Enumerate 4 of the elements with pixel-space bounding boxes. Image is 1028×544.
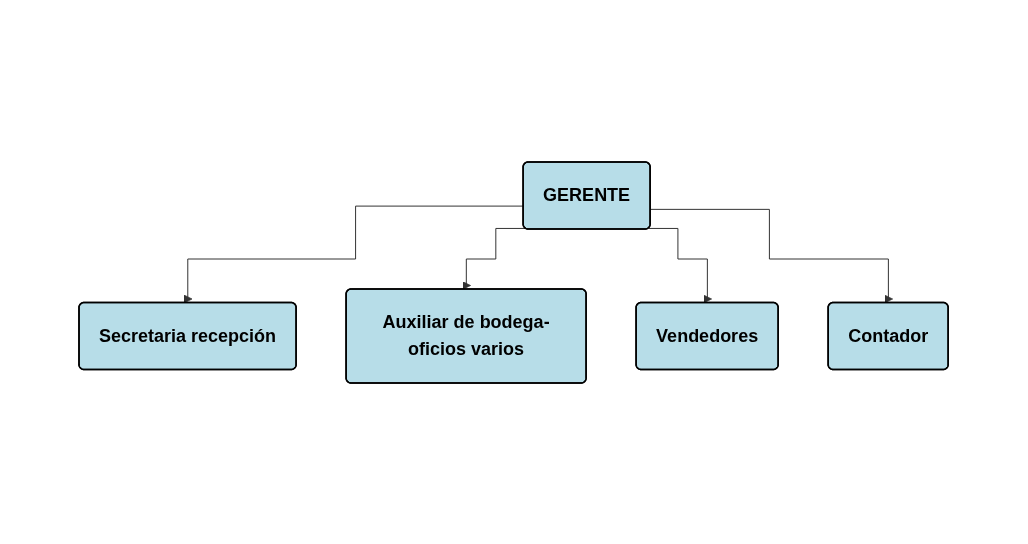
arrow [650,208,894,303]
arrow [648,227,713,303]
arrow [462,227,527,290]
arrow [184,205,525,303]
